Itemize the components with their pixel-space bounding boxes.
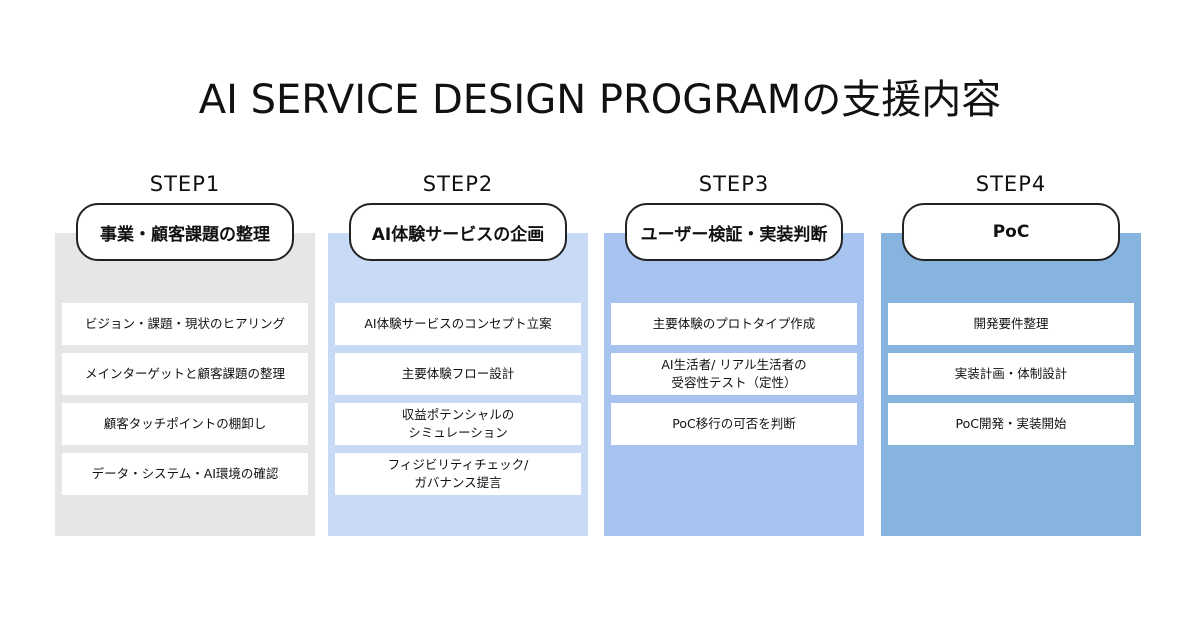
step3-label: STEP3 (698, 172, 770, 196)
step3-item-1: 主要体験のプロトタイプ作成 (611, 303, 857, 345)
step4-item-3: PoC開発・実装開始 (888, 403, 1134, 445)
step4-label: STEP4 (975, 172, 1047, 196)
page-title: AI SERVICE DESIGN PROGRAMの支援内容 (198, 77, 1002, 123)
step3-item-2: AI生活者/ リアル生活者の 受容性テスト（定性） (611, 353, 857, 395)
step2-heading: AI体験サービスの企画 (349, 203, 567, 261)
step1-item-2: メインターゲットと顧客課題の整理 (62, 353, 308, 395)
step1-label: STEP1 (149, 172, 221, 196)
step3-item-3: PoC移行の可否を判断 (611, 403, 857, 445)
step4-heading: PoC (902, 203, 1120, 261)
step2-item-4: フィジビリティチェック/ ガバナンス提言 (335, 453, 581, 495)
step2-item-3: 収益ポテンシャルの シミュレーション (335, 403, 581, 445)
step3-heading: ユーザー検証・実装判断 (625, 203, 843, 261)
step2-item-1: AI体験サービスのコンセプト立案 (335, 303, 581, 345)
step1-item-4: データ・システム・AI環境の確認 (62, 453, 308, 495)
step2-label: STEP2 (422, 172, 494, 196)
step2-item-2: 主要体験フロー設計 (335, 353, 581, 395)
step1-item-3: 顧客タッチポイントの棚卸し (62, 403, 308, 445)
step4-item-2: 実装計画・体制設計 (888, 353, 1134, 395)
step1-item-1: ビジョン・課題・現状のヒアリング (62, 303, 308, 345)
step1-heading: 事業・顧客課題の整理 (76, 203, 294, 261)
step4-item-1: 開発要件整理 (888, 303, 1134, 345)
